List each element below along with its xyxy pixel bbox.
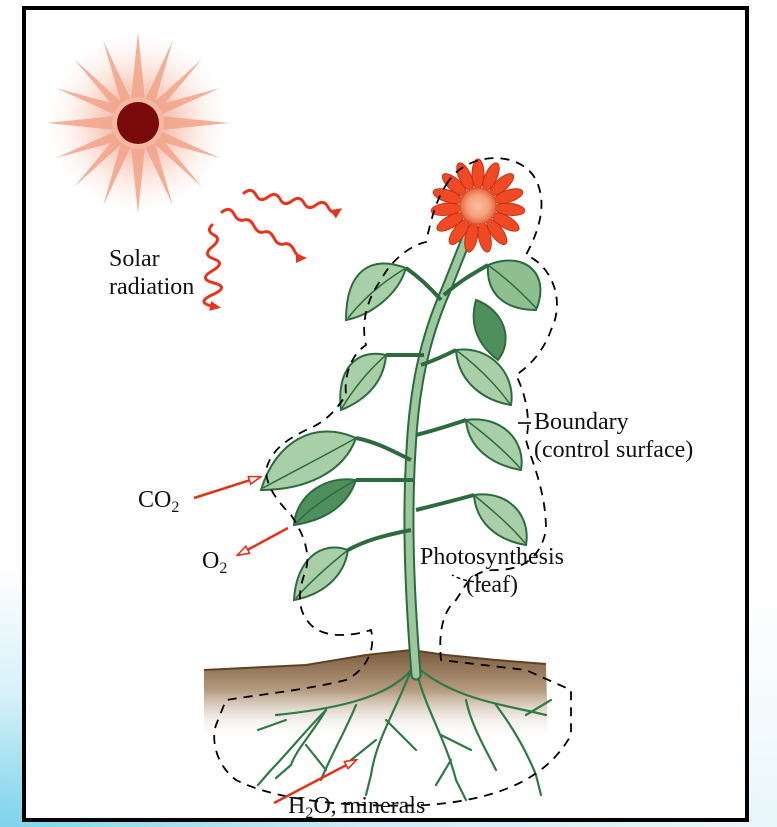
flower-icon: [431, 159, 526, 253]
o2-label: O2: [202, 547, 227, 575]
photosynthesis-label: Photosynthesis (leaf): [420, 543, 564, 599]
figure-frame: Solar radiation Boundary (control surfac…: [22, 6, 749, 822]
co2-label: CO2: [138, 486, 179, 514]
solar-radiation-arrows: [204, 190, 338, 307]
photosynthesis-line2: (leaf): [420, 571, 564, 599]
photosynthesis-line1: Photosynthesis: [420, 543, 564, 571]
co2-label-sub: 2: [171, 499, 179, 516]
boundary-line1: Boundary: [534, 408, 693, 436]
boundary-label: Boundary (control surface): [534, 408, 693, 464]
water-label-main: H: [288, 793, 305, 819]
boundary-line2: (control surface): [534, 436, 693, 464]
solar-radiation-label: Solar radiation: [109, 245, 194, 301]
o2-outflow-arrow: [238, 528, 288, 555]
water-label-rest: O, minerals: [313, 793, 425, 819]
co2-label-main: CO: [138, 487, 171, 513]
water-minerals-label: H2O, minerals: [288, 792, 425, 820]
solar-radiation-line1: Solar: [109, 245, 194, 273]
sun-icon: [47, 32, 229, 214]
o2-label-sub: 2: [219, 560, 227, 577]
co2-inflow-arrow: [194, 477, 260, 498]
solar-radiation-line2: radiation: [109, 273, 194, 301]
o2-label-main: O: [202, 548, 219, 574]
